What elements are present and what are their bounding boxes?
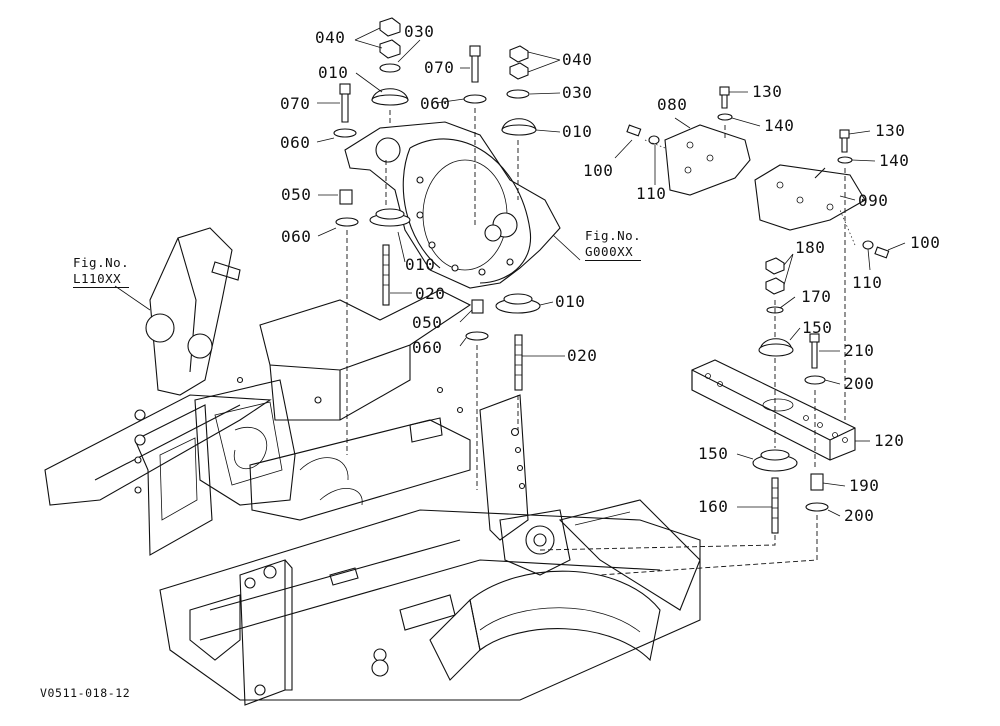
fig-ref-left: Fig.No. L110XX — [73, 255, 130, 288]
fig-ref-left-prefix: Fig.No. — [73, 255, 130, 270]
callout-150-upper: 150 — [802, 318, 833, 337]
callout-110-right: 110 — [852, 273, 883, 292]
callout-130-upper: 130 — [752, 82, 783, 101]
callout-010-left-lower: 010 — [405, 255, 436, 274]
fig-ref-center-code: G000XX — [585, 244, 642, 261]
right-bracket-assembly — [539, 86, 890, 576]
callout-020-left: 020 — [415, 284, 446, 303]
callout-070-center: 070 — [424, 58, 455, 77]
callout-190: 190 — [849, 476, 880, 495]
callout-020-center: 020 — [567, 346, 598, 365]
callout-110-left: 110 — [636, 184, 667, 203]
mount-stack-left — [333, 17, 411, 455]
callout-120: 120 — [874, 431, 905, 450]
callout-010-upper-left: 010 — [318, 63, 349, 82]
bell-housing — [344, 121, 561, 289]
callout-080: 080 — [657, 95, 688, 114]
mount-stack-center — [463, 45, 541, 490]
fig-ref-center-prefix: Fig.No. — [585, 228, 642, 243]
drawing-id: V0511-018-12 — [40, 686, 131, 700]
callout-140-upper: 140 — [764, 116, 795, 135]
callout-050-center: 050 — [412, 313, 443, 332]
callout-050-left: 050 — [281, 185, 312, 204]
main-frame — [44, 227, 701, 706]
callout-130-right: 130 — [875, 121, 906, 140]
callout-010-center: 010 — [562, 122, 593, 141]
callout-060-left: 060 — [280, 133, 311, 152]
callout-100-left: 100 — [583, 161, 614, 180]
leader-lines — [114, 27, 906, 517]
callout-070-left: 070 — [280, 94, 311, 113]
callout-210: 210 — [844, 341, 875, 360]
callout-010-center-lower: 010 — [555, 292, 586, 311]
callout-090: 090 — [858, 191, 889, 210]
callout-030-upper-left: 030 — [404, 22, 435, 41]
callout-160: 160 — [698, 497, 729, 516]
fig-ref-center: Fig.No. G000XX — [585, 228, 642, 261]
callout-180: 180 — [795, 238, 826, 257]
callout-200-lower: 200 — [844, 506, 875, 525]
callout-060-center-lower: 060 — [412, 338, 443, 357]
callout-040-center: 040 — [562, 50, 593, 69]
callout-140-right: 140 — [879, 151, 910, 170]
callout-150-lower: 150 — [698, 444, 729, 463]
fig-ref-left-code: L110XX — [73, 271, 130, 288]
callout-030-center: 030 — [562, 83, 593, 102]
callout-060-left-lower: 060 — [281, 227, 312, 246]
callout-200-upper: 200 — [844, 374, 875, 393]
callout-040-upper-left: 040 — [315, 28, 346, 47]
callout-100-right: 100 — [910, 233, 941, 252]
callout-060-center: 060 — [420, 94, 451, 113]
callout-170: 170 — [801, 287, 832, 306]
